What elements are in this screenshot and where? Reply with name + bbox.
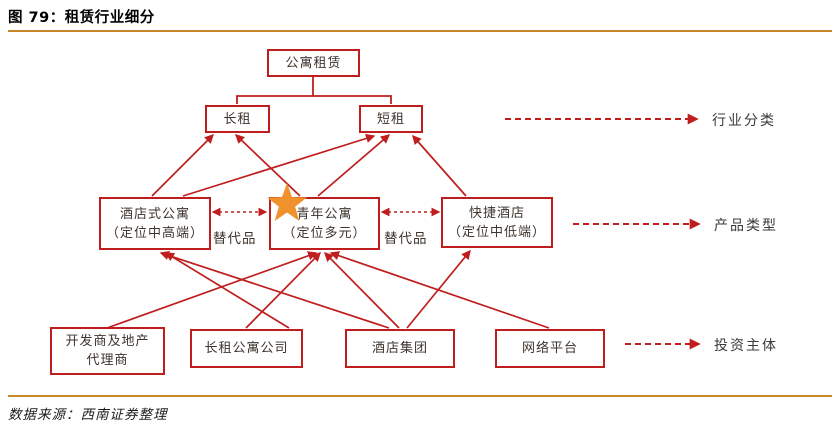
node-hotel-style-apartment: 酒店式公寓（定位中高端） (99, 197, 211, 250)
node-label: 开发商及地产 (65, 332, 149, 351)
node-youth-apartment: 青年公寓（定位多元） (269, 197, 380, 250)
node-short-rent: 短租 (359, 105, 423, 133)
substitute-label: 替代品 (213, 227, 257, 247)
node-express-hotel: 快捷酒店（定位中低端） (441, 197, 553, 248)
node-label: （定位中高端） (106, 224, 204, 243)
node-label: （定位多元） (282, 224, 366, 243)
node-long-rent: 长租 (205, 105, 270, 133)
node-network-platform: 网络平台 (495, 329, 605, 368)
data-source: 数据来源：西南证券整理 (8, 403, 168, 423)
node-label: 长租公寓公司 (204, 339, 288, 358)
category-label-product-type: 产品类型 (714, 215, 778, 235)
node-hotel-group: 酒店集团 (345, 329, 455, 368)
node-label: 快捷酒店 (469, 204, 525, 223)
node-label: （定位中低端） (448, 223, 546, 242)
category-label-industry-classification: 行业分类 (712, 110, 776, 130)
category-label-investment-entity: 投资主体 (714, 335, 778, 355)
node-label: 酒店集团 (372, 339, 428, 358)
node-label: 公寓租赁 (285, 54, 341, 73)
node-label: 短租 (377, 110, 405, 129)
node-label: 酒店式公寓 (120, 205, 190, 224)
node-long-rent-company: 长租公寓公司 (190, 329, 303, 368)
node-label: 青年公寓 (296, 205, 352, 224)
node-apartment-rental: 公寓租赁 (267, 49, 360, 77)
node-label: 长租 (223, 110, 251, 129)
node-developer-agent: 开发商及地产代理商 (50, 327, 165, 375)
source-rule (8, 395, 832, 397)
substitute-label: 替代品 (384, 227, 428, 247)
node-label: 网络平台 (522, 339, 578, 358)
node-label: 代理商 (86, 351, 128, 370)
